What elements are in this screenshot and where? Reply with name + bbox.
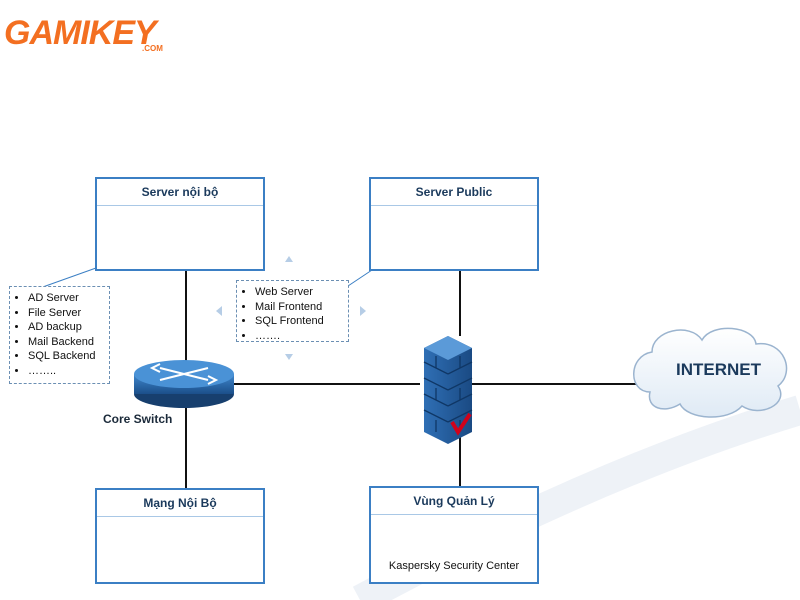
list-item: ……..: [28, 364, 109, 379]
lan-title: Mạng Nội Bộ: [97, 490, 263, 517]
gamikey-logo[interactable]: GAMIKEY: [4, 14, 157, 52]
list-item: Web Server: [255, 285, 348, 300]
lan-box: Mạng Nội Bộ: [95, 488, 265, 584]
arrow-right-icon: [360, 306, 366, 316]
internal-services-list: AD Server File Server AD backup Mail Bac…: [9, 286, 110, 384]
management-box: Vùng Quản Lý Kaspersky Security Center: [369, 486, 539, 584]
list-item: AD Server: [28, 291, 109, 306]
arrow-down-icon: [285, 354, 293, 360]
list-item: …….: [255, 329, 348, 344]
list-item: SQL Frontend: [255, 314, 348, 329]
firewall-icon: [423, 336, 473, 444]
gamikey-logo-suffix: .COM: [142, 44, 163, 53]
arrow-left-icon: [216, 306, 222, 316]
callout-line-internal: [39, 267, 97, 289]
public-servers-title: Server Public: [371, 179, 537, 206]
internal-servers-title: Server nội bộ: [97, 179, 263, 206]
list-item: Mail Frontend: [255, 300, 348, 315]
core-switch-label: Core Switch: [103, 412, 173, 426]
management-title: Vùng Quản Lý: [371, 488, 537, 515]
public-servers-box: Server Public: [369, 177, 539, 271]
nav-arrows: [216, 256, 366, 360]
internet-label: INTERNET: [676, 360, 761, 379]
list-item: SQL Backend: [28, 349, 109, 364]
internet-cloud-icon: [633, 327, 788, 418]
list-item: AD backup: [28, 320, 109, 335]
list-item: File Server: [28, 306, 109, 321]
connection-lines: [185, 270, 645, 490]
list-item: Mail Backend: [28, 335, 109, 350]
callout-line-public: [347, 269, 373, 287]
public-services-list: Web Server Mail Frontend SQL Frontend ………: [236, 280, 349, 342]
arrow-up-icon: [285, 256, 293, 262]
internal-servers-box: Server nội bộ: [95, 177, 265, 271]
kaspersky-label: Kaspersky Security Center: [388, 560, 520, 572]
core-switch-icon: [134, 360, 234, 408]
